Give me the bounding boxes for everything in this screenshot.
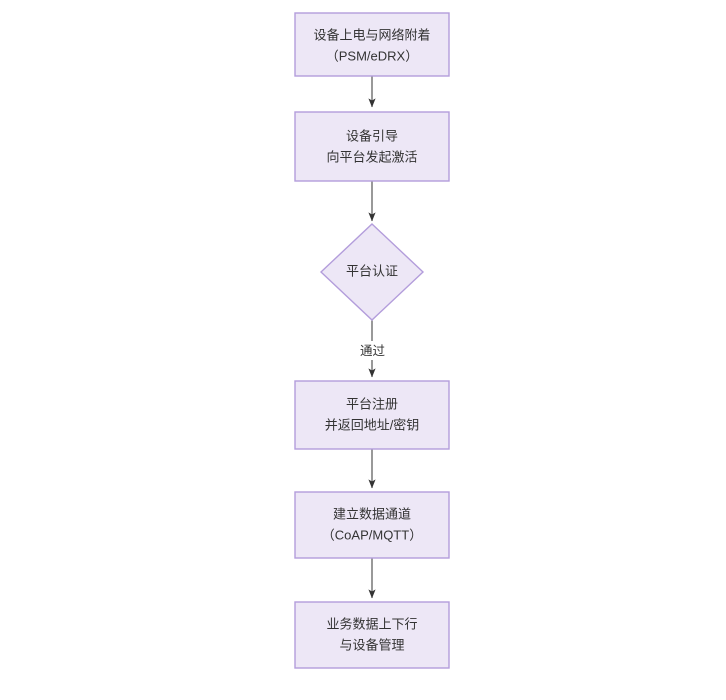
node-label-line1: 平台认证 (346, 263, 398, 278)
flow-node-device-bootstrap[interactable]: 设备引导 向平台发起激活 (294, 111, 450, 182)
flow-node-platform-register[interactable]: 平台注册 并返回地址/密钥 (294, 380, 450, 450)
node-label-line1: 建立数据通道 (333, 506, 411, 521)
node-label-line2: （CoAP/MQTT） (322, 527, 422, 542)
node-label-line2: （PSM/eDRX） (326, 48, 418, 63)
node-label-line2: 向平台发起激活 (326, 149, 417, 164)
node-shape-rect (294, 601, 450, 669)
node-shape-rect (294, 380, 450, 450)
flow-node-power-on-attach[interactable]: 设备上电与网络附着 （PSM/eDRX） (294, 12, 450, 77)
edge-label-pass: 通过 (360, 344, 386, 358)
node-label-line2: 并返回地址/密钥 (325, 417, 420, 432)
edge-label-background (355, 341, 390, 360)
node-label-line1: 设备上电与网络附着 (313, 27, 430, 42)
flow-node-business-data-and-management[interactable]: 业务数据上下行 与设备管理 (294, 601, 450, 669)
flow-node-platform-auth-decision[interactable]: 平台认证 (319, 223, 425, 321)
node-shape-rect (294, 491, 450, 559)
node-label-line1: 设备引导 (346, 128, 398, 143)
node-label-line2: 与设备管理 (339, 637, 404, 652)
node-label-line1: 平台注册 (346, 396, 398, 411)
flow-node-establish-data-channel[interactable]: 建立数据通道 （CoAP/MQTT） (294, 491, 450, 559)
node-label-line1: 业务数据上下行 (326, 616, 417, 631)
edge-group: 通过 (355, 76, 390, 599)
node-shape-rect (294, 111, 450, 182)
node-shape-diamond (319, 223, 425, 321)
node-shape-rect (294, 12, 450, 77)
